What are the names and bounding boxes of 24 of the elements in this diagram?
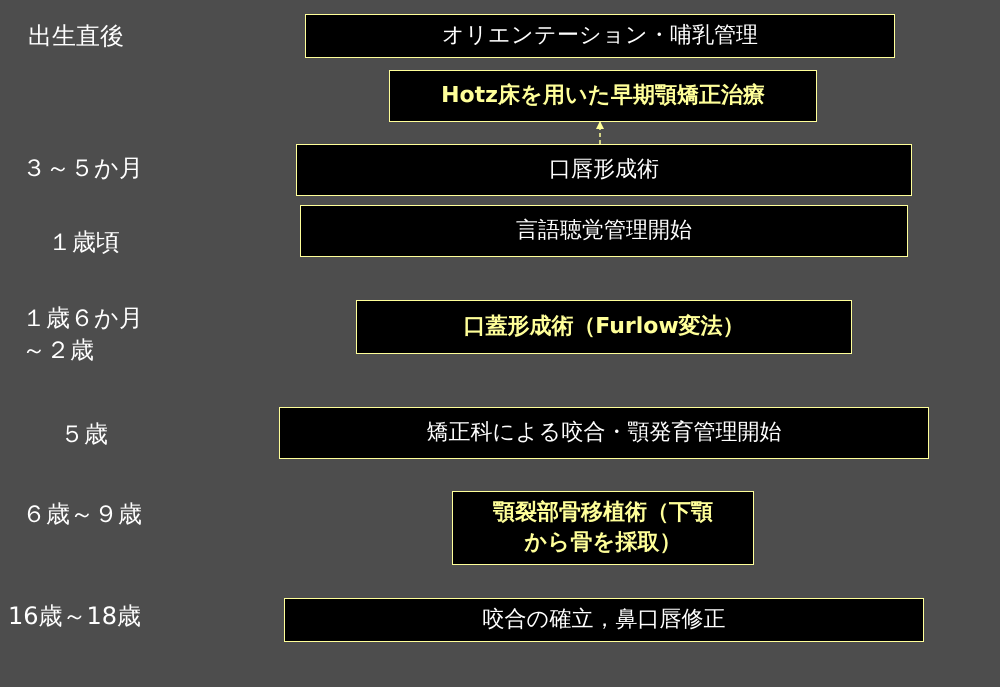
step-box <box>389 70 817 122</box>
age-label: 16歳～18歳 <box>8 601 142 632</box>
arrow <box>596 121 604 144</box>
age-label: ６歳～９歳 <box>22 499 143 530</box>
step-box <box>296 144 912 196</box>
step-text: 言語聴覚管理開始 <box>516 217 692 246</box>
step-text: 顎裂部骨移植術（下顎から骨を採取） <box>492 499 714 557</box>
step-box <box>356 300 852 354</box>
step-box <box>300 205 908 257</box>
step-box <box>284 598 924 642</box>
step-text: オリエンテーション・哺乳管理 <box>442 22 758 50</box>
step-text: 咬合の確立，鼻口唇修正 <box>482 606 726 634</box>
age-label: １歳頃 <box>48 227 121 258</box>
step-text: 矯正科による咬合・顎発育管理開始 <box>426 419 782 448</box>
step-text: 口蓋形成術（Furlow変法） <box>463 312 745 342</box>
age-label: 出生直後 <box>28 21 125 52</box>
age-label: １歳６か月～２歳 <box>22 303 144 366</box>
step-text: Hotz床を用いた早期顎矯正治療 <box>441 82 765 110</box>
step-box <box>305 14 895 58</box>
age-label: ５歳 <box>60 419 109 450</box>
age-label: ３～５か月 <box>22 153 144 184</box>
step-text: 口唇形成術 <box>549 156 659 184</box>
step-box <box>452 491 754 565</box>
step-box <box>279 407 929 459</box>
